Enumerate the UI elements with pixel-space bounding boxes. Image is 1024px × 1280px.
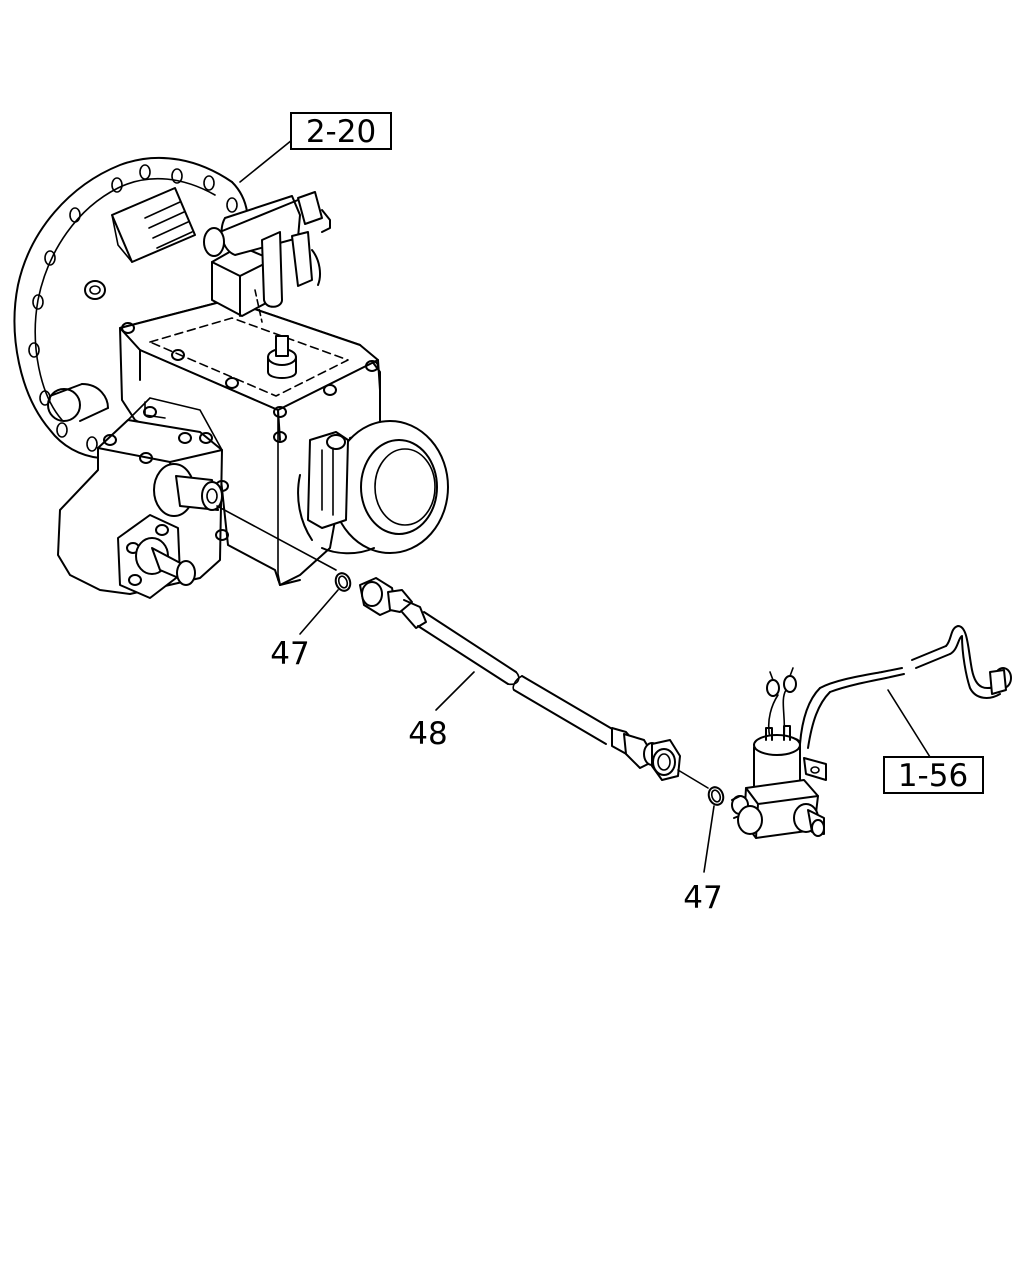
leader-cable-to-oring: [677, 769, 709, 789]
part-number-47-upper: 47: [270, 636, 309, 672]
speed-sensor-assembly: [731, 625, 1012, 839]
callout-cable: 48: [408, 671, 475, 752]
oring-lower: [707, 786, 725, 806]
speedometer-cable: [359, 577, 681, 781]
callout-ref-switch: 1-56: [883, 689, 984, 794]
callout-ref-transmission: 2-20: [239, 112, 392, 183]
callout-oring-lower: 47: [683, 805, 723, 916]
leader-line: [435, 671, 475, 711]
ref-label-2-20: 2-20: [306, 114, 376, 150]
part-number-47-lower: 47: [683, 880, 722, 916]
part-number-48: 48: [408, 716, 447, 752]
leader-line: [239, 139, 293, 183]
leader-drive-to-oring: [216, 505, 337, 571]
leader-line: [299, 589, 339, 635]
ref-box: [883, 756, 984, 794]
callout-oring-upper: 47: [270, 589, 339, 672]
transmission-assembly: [13, 156, 449, 599]
ref-box: [290, 112, 392, 150]
leader-line: [887, 689, 931, 758]
oring-upper: [334, 572, 352, 592]
leader-line: [703, 805, 715, 873]
ref-label-1-56: 1-56: [898, 758, 968, 794]
